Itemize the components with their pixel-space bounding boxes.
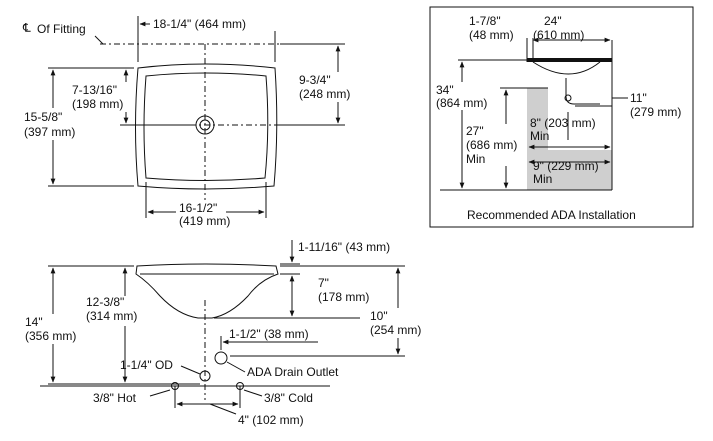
hot-label: 3/8" Hot bbox=[93, 391, 137, 405]
ada-right-in: 11" bbox=[630, 91, 647, 105]
bottom-width-in: 16-1/2" bbox=[179, 201, 217, 215]
drain-od-circle bbox=[199, 370, 211, 382]
outlet-height-in: 10" bbox=[370, 309, 388, 323]
label-bg bbox=[68, 82, 128, 112]
ada-trap-joint bbox=[564, 94, 572, 102]
right-half-in: 9-3/4" bbox=[299, 73, 331, 87]
leader bbox=[226, 361, 246, 373]
ada-width-in: 24" bbox=[544, 14, 562, 28]
ada-knee-in: 27" bbox=[466, 124, 484, 138]
leader bbox=[209, 403, 237, 415]
knee-clearance bbox=[527, 88, 612, 190]
ada-depth-knee-min: Min bbox=[530, 129, 549, 143]
label-bg bbox=[22, 108, 76, 140]
ada-knee-min: Min bbox=[466, 152, 485, 166]
centerline-label: Of Fitting bbox=[37, 22, 86, 36]
centerline-symbol: ℄ bbox=[22, 21, 31, 35]
ada-left-mm: (48 mm) bbox=[469, 28, 514, 42]
outlet-offset: 1-1/2" (38 mm) bbox=[229, 327, 309, 341]
basin-profile bbox=[135, 263, 279, 319]
side-view: 1-11/16" (43 mm) 7" (178 mm) 14" (356 mm… bbox=[22, 240, 429, 427]
bottom-width-mm: (419 mm) bbox=[179, 214, 230, 228]
centerline-leader bbox=[94, 35, 104, 45]
ada-caption: Recommended ADA Installation bbox=[467, 208, 636, 222]
right-half-mm: (248 mm) bbox=[299, 87, 350, 101]
total-mm: (356 mm) bbox=[25, 329, 76, 343]
rim-label: 1-11/16" (43 mm) bbox=[298, 240, 390, 254]
ada-left-in: 1-7/8" bbox=[469, 14, 501, 28]
sink-inner-bowl bbox=[143, 72, 269, 181]
label-bg bbox=[22, 314, 84, 344]
ada-depth-knee: 8" (203 mm) bbox=[530, 116, 596, 130]
inner-half-in: 7-13/16" bbox=[72, 83, 117, 97]
label-bg bbox=[367, 308, 429, 338]
od-label: 1-1/4" OD bbox=[120, 358, 173, 372]
outlet-height-mm: (254 mm) bbox=[370, 323, 421, 337]
ada-width-mm: (610 mm) bbox=[533, 28, 584, 42]
label-bg bbox=[463, 124, 525, 166]
bowl-depth-mm: (178 mm) bbox=[318, 290, 369, 304]
drain-height-in: 12-3/8" bbox=[86, 295, 124, 309]
depth-mm: (397 mm) bbox=[24, 125, 75, 139]
ada-panel: 1-7/8" (48 mm) 24" (610 mm) 34" (864 mm)… bbox=[429, 6, 694, 228]
leader bbox=[180, 365, 201, 375]
label-bg bbox=[84, 296, 146, 326]
depth-in: 15-5/8" bbox=[24, 110, 62, 124]
leader bbox=[243, 389, 263, 397]
bowl-depth-in: 7" bbox=[318, 276, 329, 290]
ada-outlet-label: ADA Drain Outlet bbox=[247, 365, 339, 379]
ada-height-in: 34" bbox=[436, 83, 454, 97]
leader bbox=[149, 389, 171, 397]
ada-knee-mm: (686 mm) bbox=[466, 138, 517, 152]
label-bg bbox=[150, 16, 278, 31]
drain-height-mm: (314 mm) bbox=[86, 309, 137, 323]
label-bg bbox=[434, 82, 496, 110]
ada-height-mm: (864 mm) bbox=[436, 96, 487, 110]
label-bg bbox=[176, 200, 226, 228]
cold-label: 3/8" Cold bbox=[264, 391, 313, 405]
ada-right-mm: (279 mm) bbox=[630, 105, 681, 119]
top-view: ℄ Of Fitting 18-1/4" (464 mm) 15-5/8" (3… bbox=[22, 16, 357, 228]
top-width-label: 18-1/4" (464 mm) bbox=[153, 17, 246, 31]
label-bg bbox=[295, 72, 357, 102]
ada-bowl bbox=[532, 61, 601, 75]
sink-outer-rim bbox=[135, 63, 278, 190]
ada-outlet-circle bbox=[214, 351, 228, 365]
counter bbox=[527, 58, 612, 62]
inner-half-mm: (198 mm) bbox=[72, 97, 123, 111]
spacing-label: 4" (102 mm) bbox=[238, 413, 304, 427]
total-in: 14" bbox=[25, 315, 43, 329]
ada-depth-toe-min: Min bbox=[533, 172, 552, 186]
ada-depth-toe: 9" (229 mm) bbox=[533, 159, 599, 173]
